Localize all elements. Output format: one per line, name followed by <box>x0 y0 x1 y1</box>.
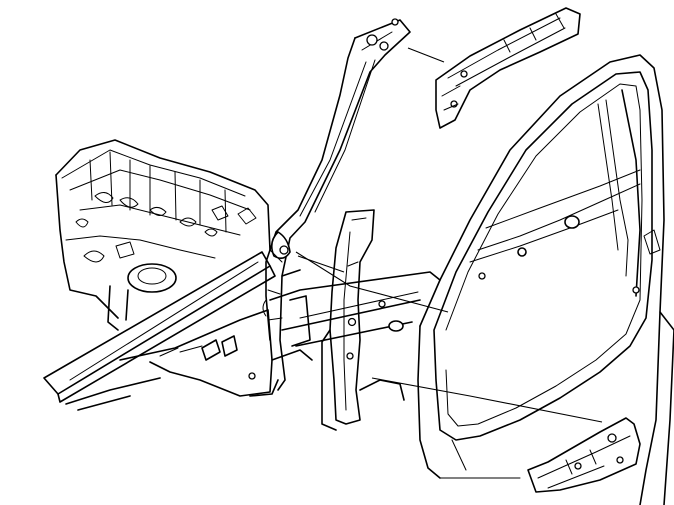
hinge-pillar-assembly <box>262 18 411 391</box>
roof-rail-reinforcement <box>407 7 581 129</box>
pillar-reinforcement <box>321 209 405 431</box>
cowl-and-dash-panel <box>55 139 271 331</box>
lower-sill-bracket <box>527 417 641 493</box>
rocker-panel <box>65 271 441 411</box>
body-side-outer-panel <box>417 54 674 505</box>
leader-lines <box>295 251 603 423</box>
front-rail-apron <box>43 251 313 403</box>
